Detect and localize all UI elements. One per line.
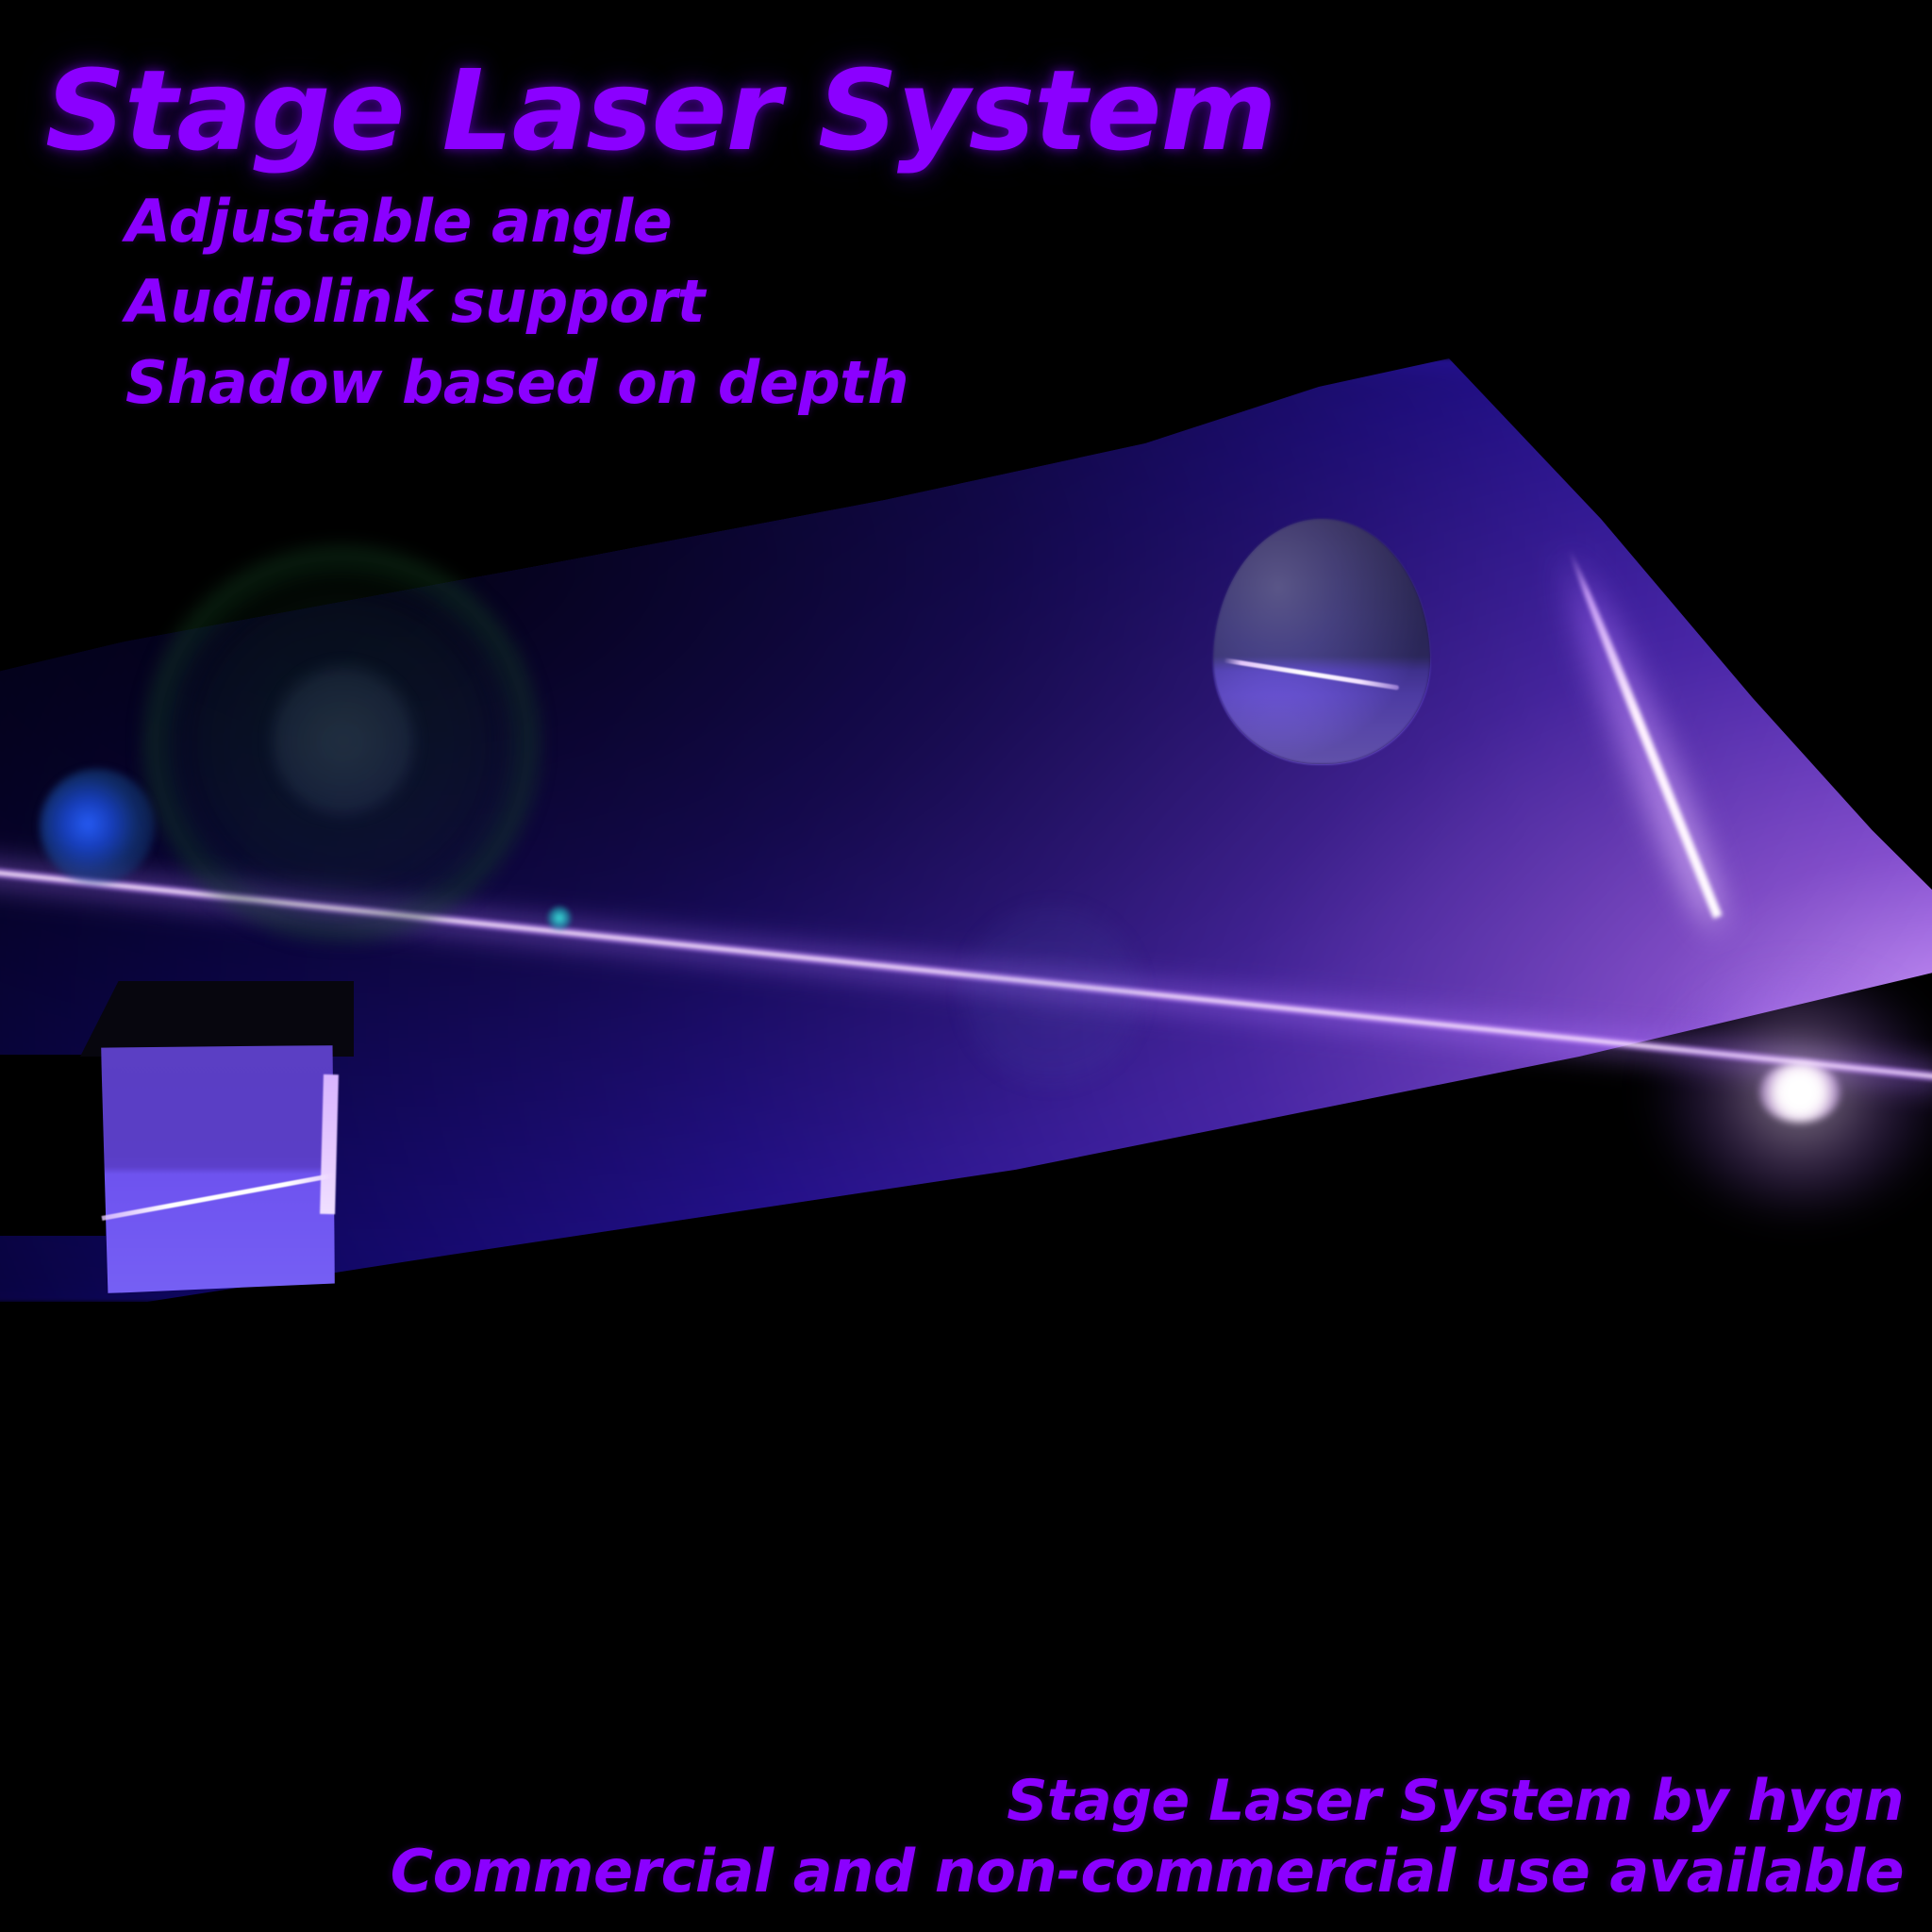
sphere-shading xyxy=(1213,519,1430,764)
sphere-object xyxy=(1213,519,1430,764)
cube-top-face xyxy=(80,981,354,1057)
footer-credit-line: Stage Laser System by hygn xyxy=(1007,1768,1904,1835)
footer-block: Stage Laser System by hygn Commercial an… xyxy=(390,1767,1905,1907)
footer-license-line: Commercial and non-commercial use availa… xyxy=(390,1837,1905,1907)
cube-cast-shadow xyxy=(0,1055,106,1236)
feature-item-audiolink-support: Audiolink support xyxy=(125,267,705,337)
page-title: Stage Laser System xyxy=(45,45,1276,175)
cube-front-face xyxy=(101,1045,335,1293)
feature-item-shadow-depth: Shadow based on depth xyxy=(125,347,909,417)
emitter-hotspot xyxy=(1759,1062,1840,1123)
feature-item-adjustable-angle: Adjustable angle xyxy=(125,187,673,256)
feature-list: Adjustable angle Audiolink support Shado… xyxy=(125,187,909,417)
